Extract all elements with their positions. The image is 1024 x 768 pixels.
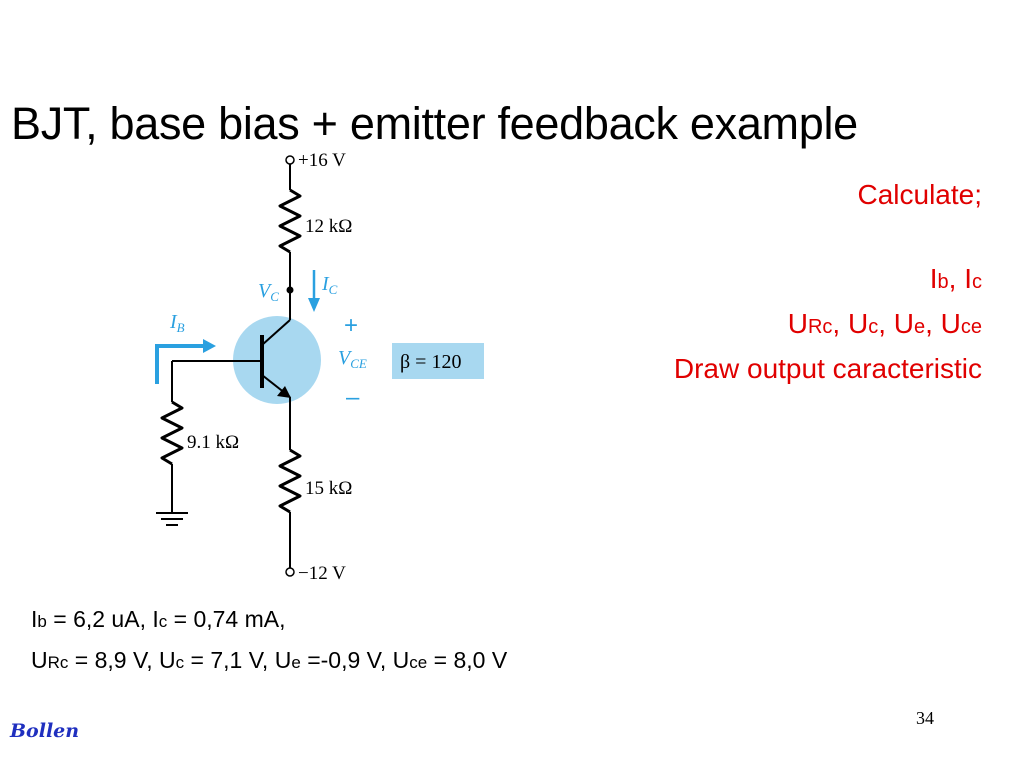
answer-currents: Ib = 6,2 uA, Ic = 0,74 mA, <box>31 606 286 632</box>
ground-icon <box>156 512 188 526</box>
task-list: Calculate; Ib, Ic URc, Uc, Ue, Uce Draw … <box>674 174 982 390</box>
rc-resistor <box>278 188 302 254</box>
emitter-arrow-icon <box>277 386 291 398</box>
vee-terminal <box>285 567 295 577</box>
re-resistor <box>278 448 302 514</box>
ic-arrow-icon <box>308 298 320 312</box>
task-voltages: URc, Uc, Ue, Uce <box>787 308 982 339</box>
ic-label: IC <box>321 273 338 297</box>
slide-title: BJT, base bias + emitter feedback exampl… <box>11 98 858 149</box>
vcc-label: +16 V <box>298 150 346 171</box>
rc-label: 12 kΩ <box>305 216 352 237</box>
vee-label: −12 V <box>298 563 346 584</box>
vce-plus: + <box>344 312 358 339</box>
task-characteristic: Draw output caracteristic <box>673 353 982 384</box>
ib-label: IB <box>169 311 185 335</box>
vc-node <box>286 286 294 294</box>
rb-label: 9.1 kΩ <box>187 432 239 453</box>
rb-resistor <box>160 400 184 466</box>
task-currents: Ib, Ic <box>929 263 982 294</box>
vcc-terminal <box>285 155 295 165</box>
author-logo: Bollen <box>10 720 80 742</box>
beta-label: β = 120 <box>400 351 461 373</box>
ib-arrow-icon <box>155 344 204 384</box>
answer-voltages: URc = 8,9 V, Uc = 7,1 V, Ue =-0,9 V, Uce… <box>31 647 508 673</box>
answers: Ib = 6,2 uA, Ic = 0,74 mA, URc = 8,9 V, … <box>31 600 507 682</box>
beta-box <box>392 343 484 379</box>
task-heading: Calculate; <box>857 179 982 210</box>
vc-label: VC <box>258 280 279 304</box>
transistor-highlight <box>233 316 321 404</box>
vce-minus: – <box>346 384 360 411</box>
vce-label: VCE <box>338 347 367 371</box>
page-number: 34 <box>916 708 934 728</box>
re-label: 15 kΩ <box>305 478 352 499</box>
